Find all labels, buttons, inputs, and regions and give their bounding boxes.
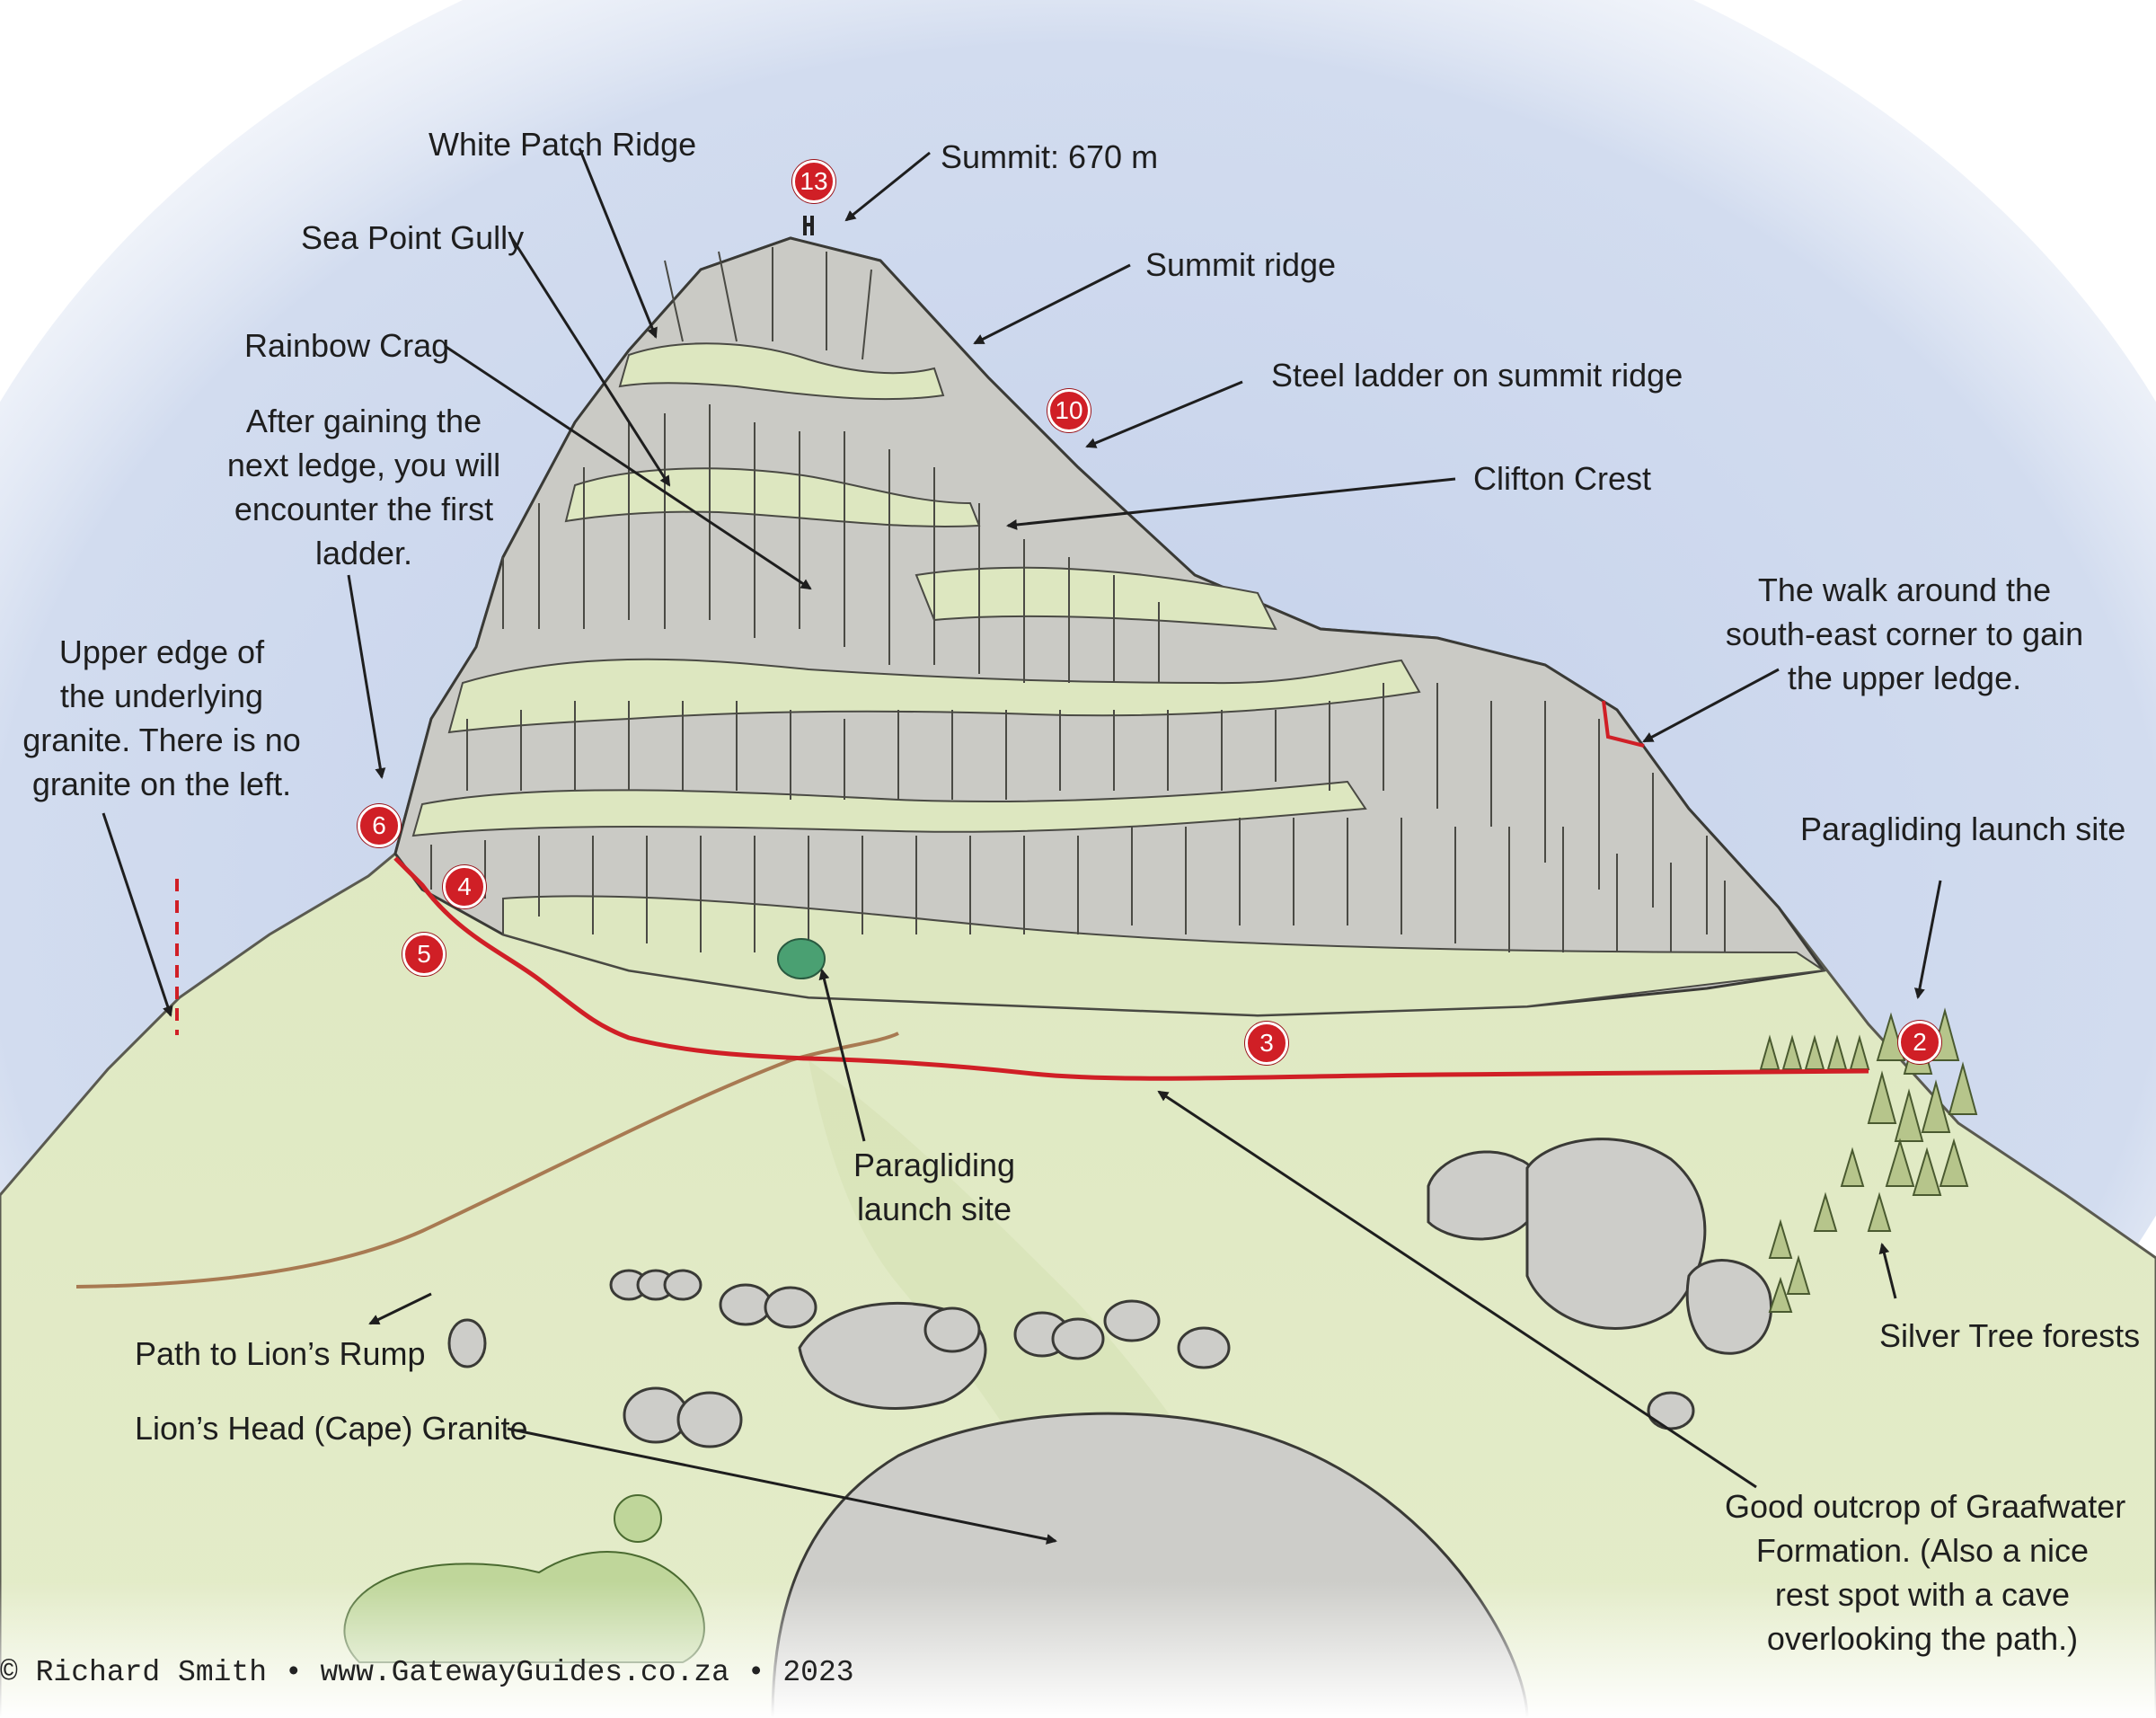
route-marker-3: 3 [1245, 1022, 1288, 1065]
label-cape-granite: Lion’s Head (Cape) Granite [135, 1410, 528, 1447]
lions-rump-path [75, 1032, 899, 1288]
label-paragliding-centre-line: launch site [856, 1191, 1012, 1227]
route-upper-ledge [1602, 700, 1645, 748]
rock-texture [430, 247, 1726, 952]
label-graafwater-line: rest spot with a cave [1774, 1576, 2071, 1613]
label-graafwater-line: Good outcrop of Graafwater [1725, 1488, 2126, 1525]
ledge [411, 780, 1367, 837]
label-paragliding-centre-line: Paragliding [853, 1147, 1016, 1183]
label-first-ladder-line: next ledge, you will [226, 447, 501, 483]
silver-tree-forest [1759, 1007, 1978, 1313]
ledge [618, 342, 945, 401]
label-summit-ridge: Summit ridge [1145, 246, 1337, 283]
label-south-east-walk: The walk around the south-east corner to… [1725, 568, 2084, 700]
label-granite-edge-line: the underlying [59, 677, 264, 714]
label-steel-ladder: Steel ladder on summit ridge [1271, 357, 1683, 394]
label-south-east-walk-line: the upper ledge. [1787, 660, 2022, 696]
ledge [915, 566, 1277, 631]
label-south-east-walk-line: south-east corner to gain [1725, 615, 2084, 652]
ledge [502, 895, 1826, 1017]
paragliding-launch-patch [777, 938, 826, 979]
label-paragliding-right: Paragliding launch site [1800, 810, 2126, 847]
route-marker-13: 13 [792, 160, 835, 203]
label-rainbow-crag: Rainbow Crag [244, 327, 450, 364]
label-south-east-walk-line: The walk around the [1757, 571, 2052, 608]
climbing-route [393, 856, 1869, 1081]
route-marker-10: 10 [1047, 389, 1091, 432]
leader-lines [102, 147, 1942, 1545]
label-graafwater-line: overlooking the path.) [1766, 1620, 2079, 1657]
label-white-patch-ridge: White Patch Ridge [429, 126, 697, 163]
bottom-fade [0, 1581, 2156, 1718]
label-granite-edge: Upper edge of the underlying granite. Th… [0, 630, 323, 806]
label-path-lions-rump: Path to Lion’s Rump [135, 1335, 426, 1372]
label-graafwater-line: Formation. (Also a nice [1755, 1532, 2090, 1569]
summit-beacon-icon [803, 216, 814, 235]
route-marker-2: 2 [1898, 1021, 1941, 1064]
route-marker-4: 4 [443, 865, 486, 908]
credit-line: © Richard Smith • www.GatewayGuides.co.z… [0, 1656, 854, 1689]
label-granite-edge-line: granite on the left. [31, 766, 292, 802]
label-first-ladder-line: encounter the first [234, 491, 494, 527]
label-graafwater: Good outcrop of Graafwater Formation. (A… [1725, 1484, 2126, 1660]
label-first-ladder-line: ladder. [314, 535, 413, 571]
route-marker-5: 5 [402, 933, 446, 976]
label-granite-edge-line: Upper edge of [58, 633, 265, 670]
route-marker-6: 6 [358, 804, 401, 847]
label-summit: Summit: 670 m [941, 138, 1159, 175]
label-granite-edge-line: granite. There is no [22, 722, 301, 758]
label-clifton-crest: Clifton Crest [1473, 460, 1652, 497]
label-paragliding-centre: Paragliding launch site [808, 1143, 1060, 1231]
label-sea-point-gully: Sea Point Gully [301, 219, 525, 256]
label-silver-tree: Silver Tree forests [1879, 1317, 2141, 1354]
ledge [447, 658, 1421, 734]
label-first-ladder-line: After gaining the [245, 403, 482, 439]
label-first-ladder: After gaining the next ledge, you will e… [184, 399, 543, 575]
